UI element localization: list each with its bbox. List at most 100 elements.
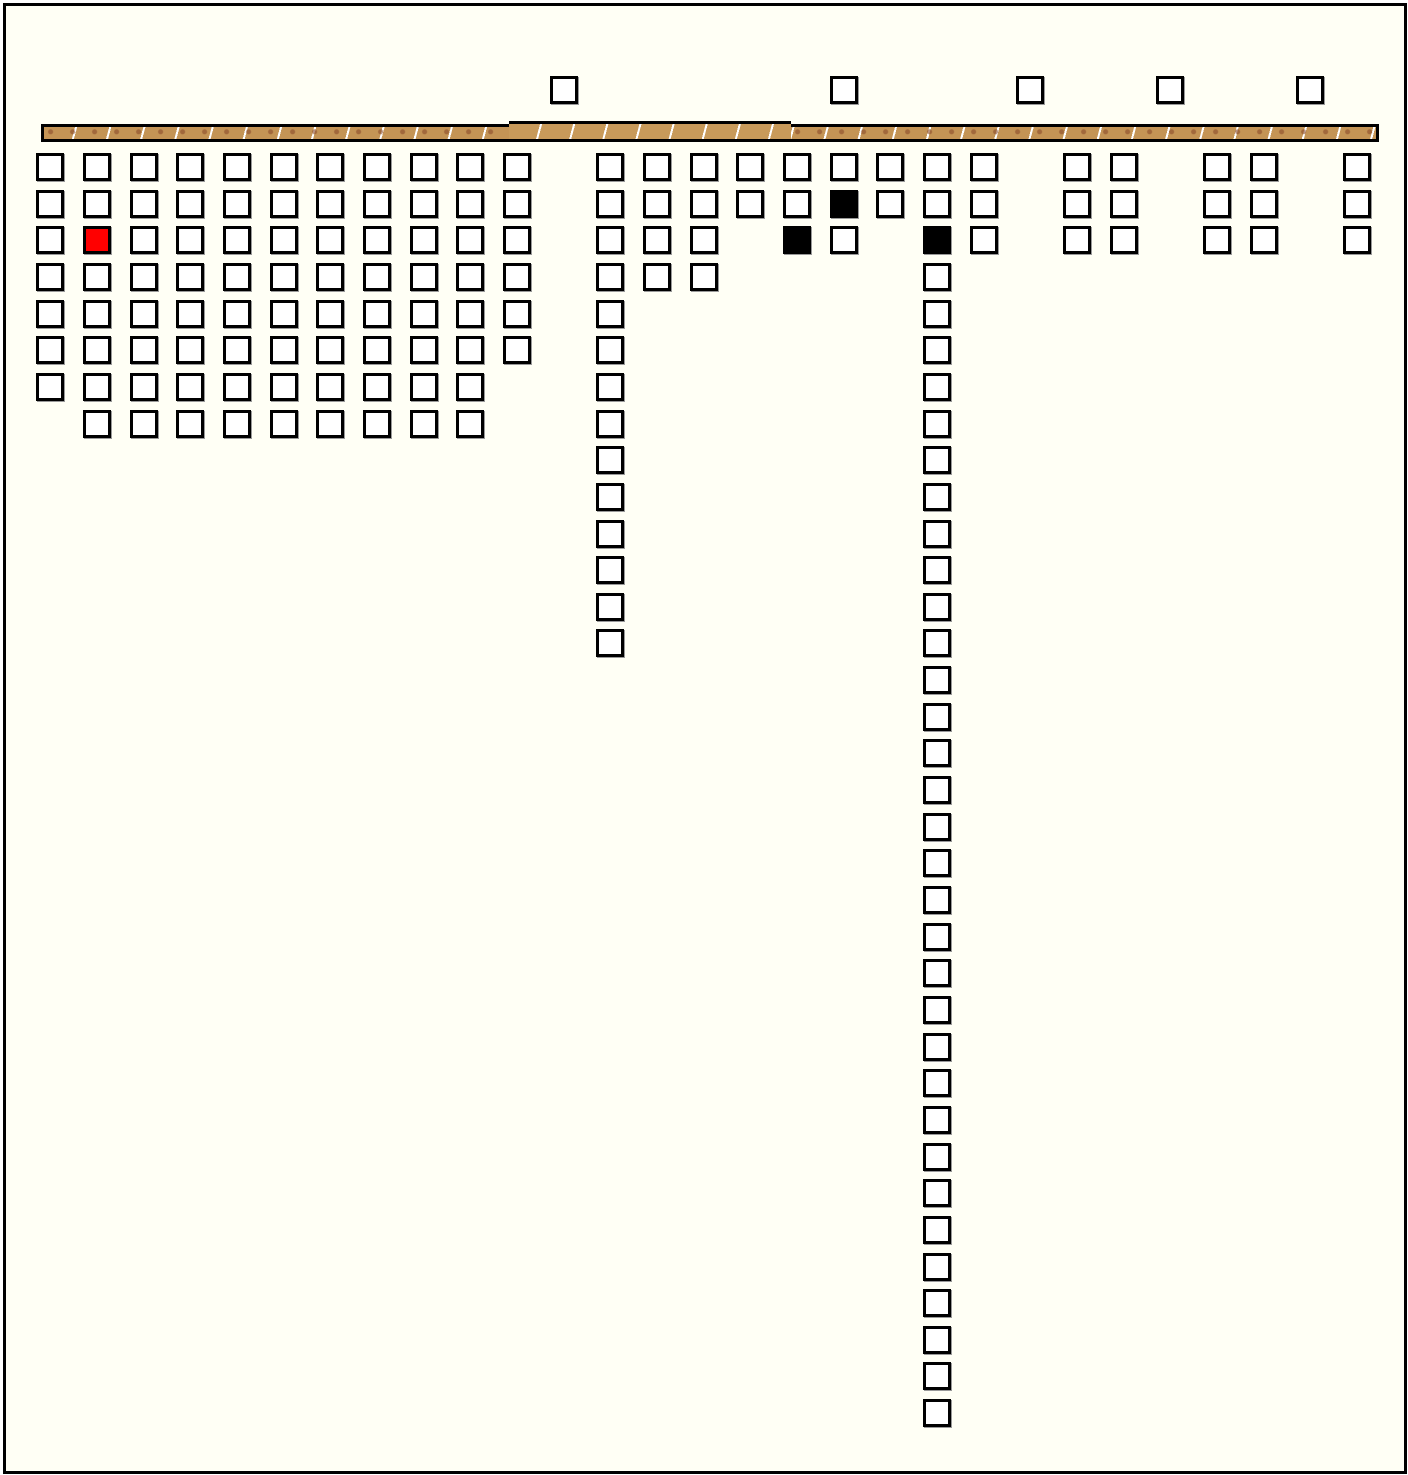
cell[interactable] [923, 959, 951, 988]
cell-black[interactable] [830, 189, 858, 218]
cell[interactable] [176, 153, 204, 181]
cell[interactable] [36, 299, 64, 328]
cell[interactable] [923, 1179, 951, 1208]
cell[interactable] [410, 189, 438, 218]
cell[interactable] [923, 1032, 951, 1061]
cell[interactable] [130, 153, 158, 181]
cell[interactable] [503, 153, 531, 181]
cell[interactable] [223, 153, 251, 181]
cell[interactable] [783, 189, 811, 218]
cell[interactable] [830, 153, 858, 181]
cell[interactable] [316, 189, 344, 218]
cell[interactable] [223, 189, 251, 218]
cell[interactable] [736, 153, 764, 181]
cell[interactable] [316, 262, 344, 291]
cell[interactable] [1250, 153, 1278, 181]
cell[interactable] [923, 1325, 951, 1354]
cell[interactable] [36, 189, 64, 218]
cell[interactable] [596, 226, 624, 255]
cell[interactable] [223, 372, 251, 401]
cell[interactable] [1250, 189, 1278, 218]
cell[interactable] [596, 482, 624, 511]
cell[interactable] [596, 189, 624, 218]
cell[interactable] [923, 336, 951, 365]
cell[interactable] [923, 1252, 951, 1281]
cell[interactable] [923, 922, 951, 951]
cell[interactable] [270, 336, 298, 365]
cell[interactable] [970, 189, 998, 218]
cell[interactable] [176, 336, 204, 365]
cell[interactable] [36, 153, 64, 181]
cell[interactable] [596, 336, 624, 365]
cell[interactable] [456, 262, 484, 291]
cell[interactable] [130, 189, 158, 218]
cell[interactable] [643, 189, 671, 218]
cell[interactable] [316, 153, 344, 181]
cell[interactable] [316, 226, 344, 255]
cell[interactable] [923, 849, 951, 878]
cell[interactable] [270, 226, 298, 255]
cell[interactable] [83, 262, 111, 291]
cell[interactable] [410, 336, 438, 365]
cell[interactable] [923, 666, 951, 695]
cell[interactable] [410, 262, 438, 291]
cell[interactable] [923, 556, 951, 585]
cell[interactable] [1250, 226, 1278, 255]
cell[interactable] [410, 409, 438, 438]
cell[interactable] [176, 226, 204, 255]
cell[interactable] [923, 995, 951, 1024]
cell[interactable] [923, 886, 951, 914]
cell[interactable] [1110, 226, 1138, 255]
cell[interactable] [1110, 153, 1138, 181]
cell[interactable] [1343, 153, 1371, 181]
cell[interactable] [596, 592, 624, 621]
cell[interactable] [410, 153, 438, 181]
cell[interactable] [690, 189, 718, 218]
cell[interactable] [690, 262, 718, 291]
top-cell[interactable] [550, 76, 578, 104]
cell[interactable] [456, 409, 484, 438]
cell[interactable] [363, 189, 391, 218]
cell[interactable] [363, 226, 391, 255]
top-cell[interactable] [1016, 76, 1044, 104]
cell[interactable] [363, 372, 391, 401]
cell[interactable] [923, 519, 951, 548]
cell-black[interactable] [923, 226, 951, 255]
cell[interactable] [923, 1215, 951, 1244]
cell[interactable] [643, 226, 671, 255]
cell[interactable] [923, 812, 951, 841]
cell[interactable] [923, 1399, 951, 1428]
cell[interactable] [876, 153, 904, 181]
cell[interactable] [923, 776, 951, 805]
cell[interactable] [1203, 189, 1231, 218]
cell[interactable] [130, 262, 158, 291]
cell[interactable] [1203, 153, 1231, 181]
cell[interactable] [363, 153, 391, 181]
cell[interactable] [923, 189, 951, 218]
cell[interactable] [223, 299, 251, 328]
cell[interactable] [176, 299, 204, 328]
cell[interactable] [923, 1142, 951, 1171]
cell[interactable] [223, 336, 251, 365]
cell[interactable] [1203, 226, 1231, 255]
cell[interactable] [36, 372, 64, 401]
cell[interactable] [270, 153, 298, 181]
top-cell[interactable] [830, 76, 858, 104]
top-cell[interactable] [1156, 76, 1184, 104]
cell[interactable] [176, 189, 204, 218]
cell[interactable] [503, 262, 531, 291]
cell[interactable] [503, 336, 531, 365]
cell[interactable] [363, 409, 391, 438]
cell[interactable] [130, 226, 158, 255]
cell[interactable] [456, 336, 484, 365]
cell-black[interactable] [783, 226, 811, 255]
cell[interactable] [596, 372, 624, 401]
cell[interactable] [456, 299, 484, 328]
cell[interactable] [643, 153, 671, 181]
cell[interactable] [923, 446, 951, 475]
cell[interactable] [270, 299, 298, 328]
cell[interactable] [176, 262, 204, 291]
cell[interactable] [923, 592, 951, 621]
cell[interactable] [596, 153, 624, 181]
cell[interactable] [736, 189, 764, 218]
